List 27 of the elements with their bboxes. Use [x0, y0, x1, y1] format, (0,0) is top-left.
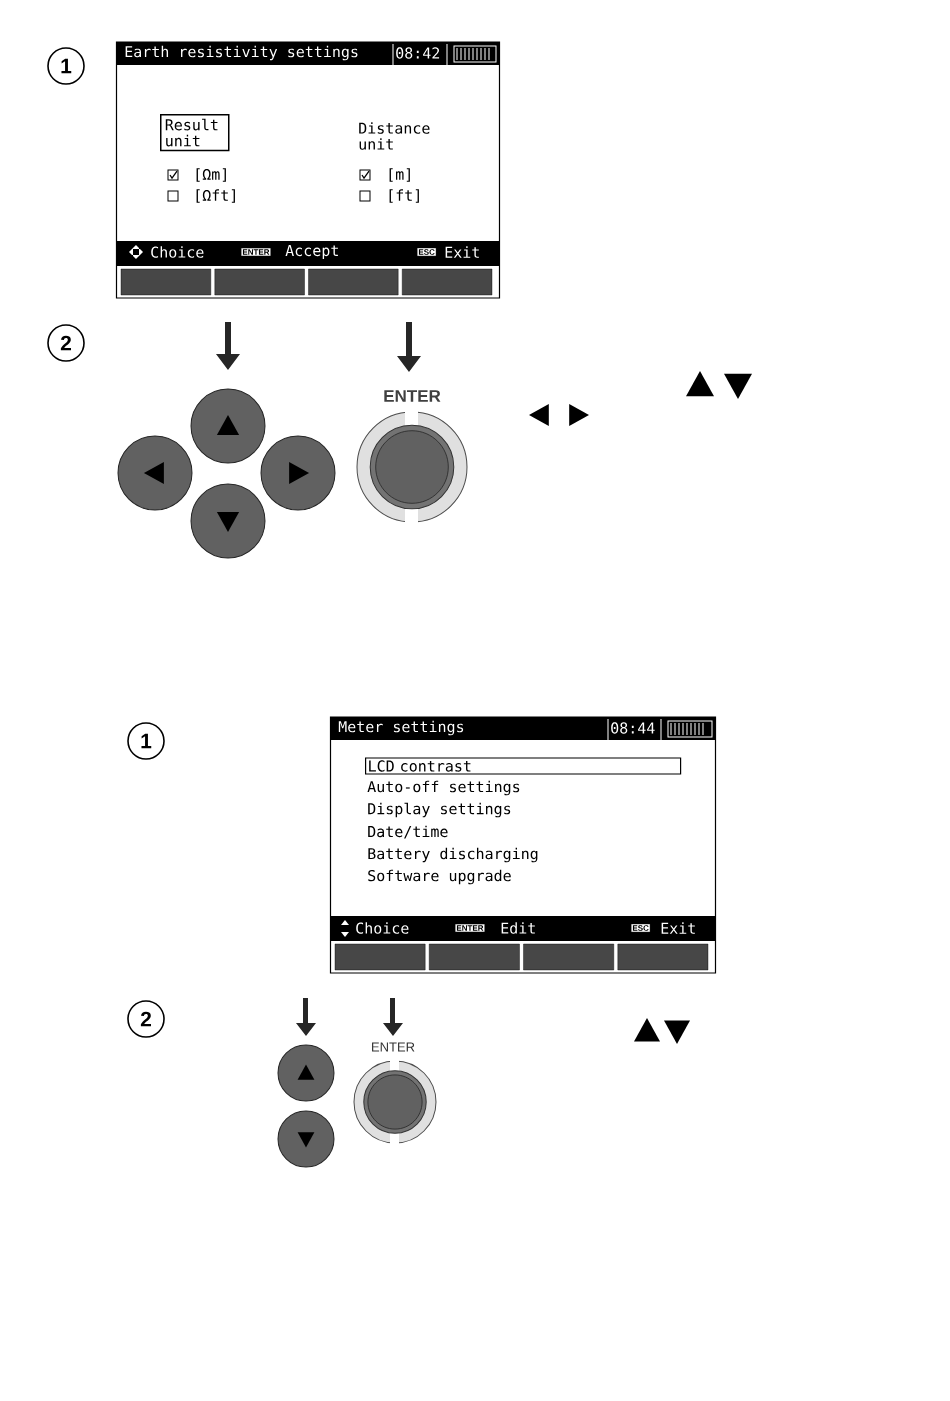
option-label: [m]	[389, 168, 410, 182]
button-label: ENTER	[384, 390, 441, 402]
step-number: 2	[127, 1000, 165, 1038]
step-number: 2	[47, 324, 85, 362]
key-label: ESC	[631, 923, 651, 933]
footer-label: Accept	[285, 245, 338, 260]
footer-label: Exit	[445, 246, 479, 258]
option-label: [Ωm]	[196, 168, 226, 182]
key-label: ESC	[417, 247, 437, 257]
footer-label: Choice	[356, 922, 409, 934]
option-label: [Ωft]	[196, 189, 235, 203]
unit-heading: Distance unit	[359, 122, 430, 150]
footer-label: Edit	[501, 922, 535, 934]
key-label: ENTER	[455, 923, 485, 933]
menu-item: Battery discharging	[368, 847, 538, 863]
key-label: ENTER	[241, 247, 271, 257]
highlighted-item: LCD contrast	[365, 757, 682, 775]
footer-label: Exit	[661, 922, 695, 934]
selected-option: Result unit	[160, 114, 230, 152]
button-label: ENTER	[372, 1042, 415, 1052]
option-label: [ft]	[389, 189, 419, 203]
menu-item: Software upgrade	[368, 869, 511, 885]
menu-item: Display settings	[368, 802, 511, 818]
step-number: 1	[47, 47, 85, 85]
step-number: 1	[127, 722, 165, 760]
menu-item: Date/time	[368, 825, 448, 839]
footer-label: Choice	[151, 246, 204, 258]
